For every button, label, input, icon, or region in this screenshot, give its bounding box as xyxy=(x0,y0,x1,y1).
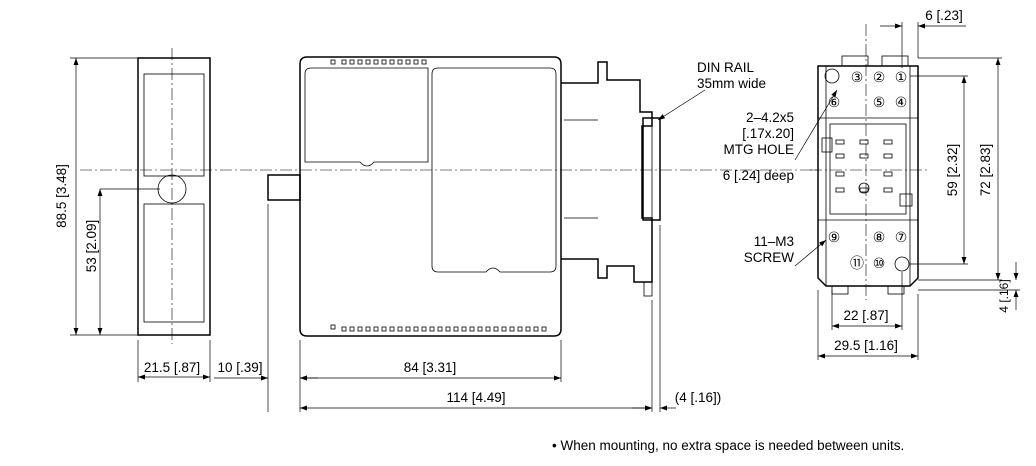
terminal-3: ③ xyxy=(851,69,864,85)
front-view-socket-profile xyxy=(561,61,653,283)
side-view-body xyxy=(137,57,211,336)
terminal-2: ② xyxy=(873,69,886,85)
terminal-4: ④ xyxy=(895,94,908,110)
terminal-10: ⑩ xyxy=(873,255,886,271)
mtg-hole-label-1: 2–4.2x5 xyxy=(746,110,794,125)
side-view-upper-window xyxy=(143,73,205,177)
front-view-din-rail xyxy=(642,117,661,221)
front-view-dimensions xyxy=(214,204,676,412)
annotation-leaders xyxy=(657,89,838,267)
dim-socket-height: 72 [2.83] xyxy=(978,144,993,197)
dim-side-total-height: 88.5 [3.48] xyxy=(54,164,69,228)
dim-socket-top-offset: 6 [.23] xyxy=(925,8,963,23)
side-view-dimensions xyxy=(70,57,211,382)
mtg-hole-label-2: [.17x.20] xyxy=(742,126,794,141)
screw-label-1: 11–M3 xyxy=(754,234,794,249)
terminal-5: ⑤ xyxy=(873,94,886,110)
dim-side-width: 21.5 [.87] xyxy=(144,360,200,375)
terminal-9: ⑨ xyxy=(828,229,841,245)
front-view-knob xyxy=(267,174,301,201)
socket-view-mtg-hole-top xyxy=(824,68,840,84)
front-view-body xyxy=(299,56,562,337)
dim-rail-depth: (4 [.16]) xyxy=(675,390,722,405)
front-view xyxy=(267,56,661,337)
front-view-right-label-panel xyxy=(431,67,557,273)
din-rail-label-1: DIN RAIL xyxy=(697,60,755,75)
dim-socket-pitch-horizontal: 22 [.87] xyxy=(843,308,888,323)
socket-view-mtg-hole-bottom xyxy=(894,256,910,272)
terminal-6: ⑥ xyxy=(828,94,841,110)
front-view-upper-label-panel xyxy=(304,67,429,167)
dim-socket-width: 29.5 [1.16] xyxy=(834,338,898,353)
terminal-1: ① xyxy=(895,69,908,85)
din-rail-label-2: 35mm wide xyxy=(697,76,766,91)
socket-view-relay-block xyxy=(829,123,907,215)
mtg-hole-label-3: MTG HOLE xyxy=(723,142,794,157)
dim-total-depth: 114 [4.49] xyxy=(446,390,505,405)
mounting-note: • When mounting, no extra space is neede… xyxy=(552,438,904,453)
socket-view-dimensions xyxy=(817,22,1020,360)
mtg-hole-label-4: 6 [.24] deep xyxy=(723,168,794,183)
dim-side-center-height: 53 [2.09] xyxy=(84,220,99,273)
dim-socket-bottom-offset: 4 [.16] xyxy=(997,279,1011,312)
socket-terminals: ③ ② ① ⑤ ④ ⑥ ⑨ ⑧ ⑦ ⑪ ⑩ xyxy=(828,69,908,271)
terminal-11: ⑪ xyxy=(850,255,864,271)
dim-knob: 10 [.39] xyxy=(217,360,262,375)
side-view xyxy=(137,48,211,344)
dim-body: 84 [3.31] xyxy=(404,360,457,375)
dim-socket-pitch-vertical: 59 [2.32] xyxy=(945,144,960,197)
socket-view xyxy=(810,24,930,300)
side-view-lower-window xyxy=(143,203,205,323)
front-view-top-terminal-strip xyxy=(330,59,427,65)
screw-label-2: SCREW xyxy=(744,250,795,265)
front-view-bottom-terminal-strip xyxy=(330,324,547,332)
terminal-7: ⑦ xyxy=(895,229,908,245)
terminal-8: ⑧ xyxy=(873,229,886,245)
